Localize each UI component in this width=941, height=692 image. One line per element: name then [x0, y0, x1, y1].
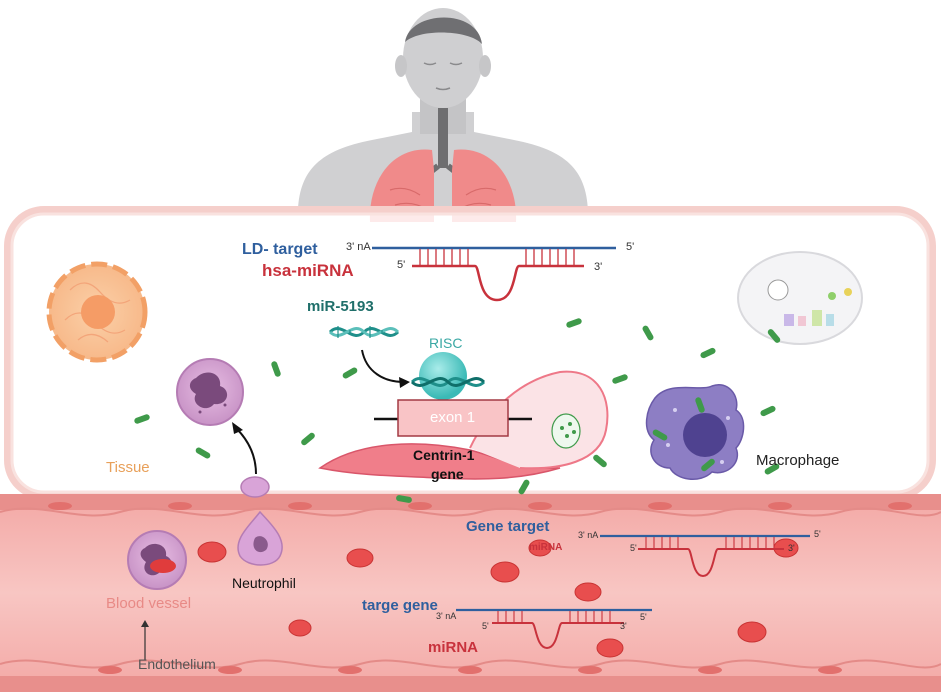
neutrophil-vessel	[127, 530, 187, 590]
label-tg-mirna-5prime: 5'	[482, 621, 489, 631]
label-mir-5193: miR-5193	[307, 298, 374, 315]
blood-vessel-band	[0, 494, 941, 692]
risc-arrowhead	[399, 377, 410, 388]
endothelial-nuclei	[48, 502, 912, 674]
organelle	[737, 251, 863, 345]
label-tg-5prime: 5'	[640, 612, 647, 622]
gene-target-duplex	[600, 534, 810, 578]
label-endothelium: Endothelium	[138, 656, 216, 672]
label-tg-mirna-3prime: 3'	[620, 621, 627, 631]
risc-arrow	[361, 349, 405, 383]
label-hsa-5prime: 5'	[397, 259, 406, 271]
label-tg-3prime: 3' nA	[436, 611, 457, 621]
label-hsa-3prime: 3'	[594, 261, 603, 273]
migration-arrowhead	[232, 422, 243, 434]
label-gene-target: Gene target	[466, 518, 550, 535]
tissue-cell	[46, 261, 148, 363]
label-centrin: Centrin-1	[413, 447, 475, 463]
neutrophil-tissue	[176, 358, 244, 426]
mir-5193-helix	[328, 326, 400, 338]
exon-box	[397, 399, 509, 437]
label-ld-5prime: 5'	[626, 241, 635, 253]
label-exon: exon 1	[430, 409, 476, 426]
label-gene: gene	[431, 466, 464, 482]
lungs	[369, 108, 517, 222]
label-mirna-small: miRNA	[529, 542, 563, 553]
parasite-promastigote	[318, 370, 609, 480]
label-gt-mirna-3prime: 3'	[788, 543, 795, 553]
risc-complex	[410, 352, 486, 400]
label-blood-vessel: Blood vessel	[106, 595, 192, 612]
label-macrophage: Macrophage	[756, 452, 840, 469]
label-tissue: Tissue	[106, 459, 150, 476]
neutrophil-migrating	[237, 476, 283, 566]
label-gt-5prime: 5'	[814, 529, 821, 539]
label-risc: RISC	[429, 335, 463, 351]
label-ld-target: LD- target	[242, 241, 318, 258]
label-gt-3prime: 3' nA	[578, 530, 599, 540]
label-mirna-large: miRNA	[428, 639, 479, 656]
endothelium-pointer-head	[141, 620, 149, 627]
label-targe-gene: targe gene	[362, 597, 438, 614]
macrophage	[645, 383, 745, 480]
label-ld-3prime: 3' nA	[346, 241, 371, 253]
amastigotes	[134, 318, 781, 503]
label-hsa-mirna: hsa-miRNA	[262, 261, 354, 280]
label-gt-mirna-5prime: 5'	[630, 543, 637, 553]
ld-target-duplex	[372, 246, 616, 302]
label-neutrophil: Neutrophil	[232, 575, 296, 591]
red-blood-cells	[197, 538, 799, 658]
targe-gene-duplex	[456, 608, 652, 650]
